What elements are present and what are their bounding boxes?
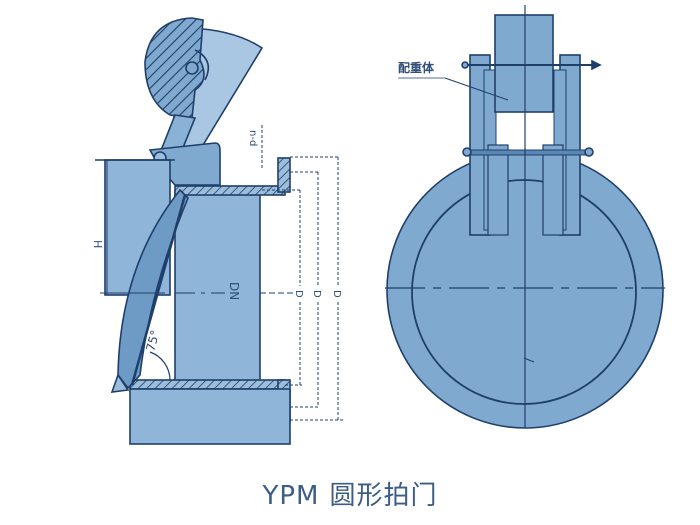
dimension-lines — [261, 125, 345, 421]
valve-body — [174, 189, 261, 386]
label-bolts: n-d — [247, 130, 258, 146]
label-height: H — [91, 240, 104, 248]
side-view — [95, 17, 345, 445]
label-angle: 75° — [143, 329, 162, 353]
counterweight-disc — [144, 17, 205, 119]
front-view — [385, 5, 665, 429]
label-counterweight: 配重体 — [398, 60, 435, 75]
label-nominal-diameter: DN — [227, 282, 241, 300]
figure-caption: YPM 圆形拍门 — [0, 475, 700, 512]
lower-bolt — [464, 149, 591, 156]
housing-lower — [129, 388, 291, 445]
flange-top — [277, 157, 291, 193]
caption-model: YPM — [262, 481, 320, 511]
label-d-mid: D — [311, 290, 322, 298]
caption-name: 圆形拍门 — [329, 481, 438, 511]
label-d-inner: D — [293, 290, 304, 298]
inner-ring — [411, 179, 637, 405]
top-block — [494, 14, 554, 113]
label-d-outer: D — [331, 290, 342, 298]
